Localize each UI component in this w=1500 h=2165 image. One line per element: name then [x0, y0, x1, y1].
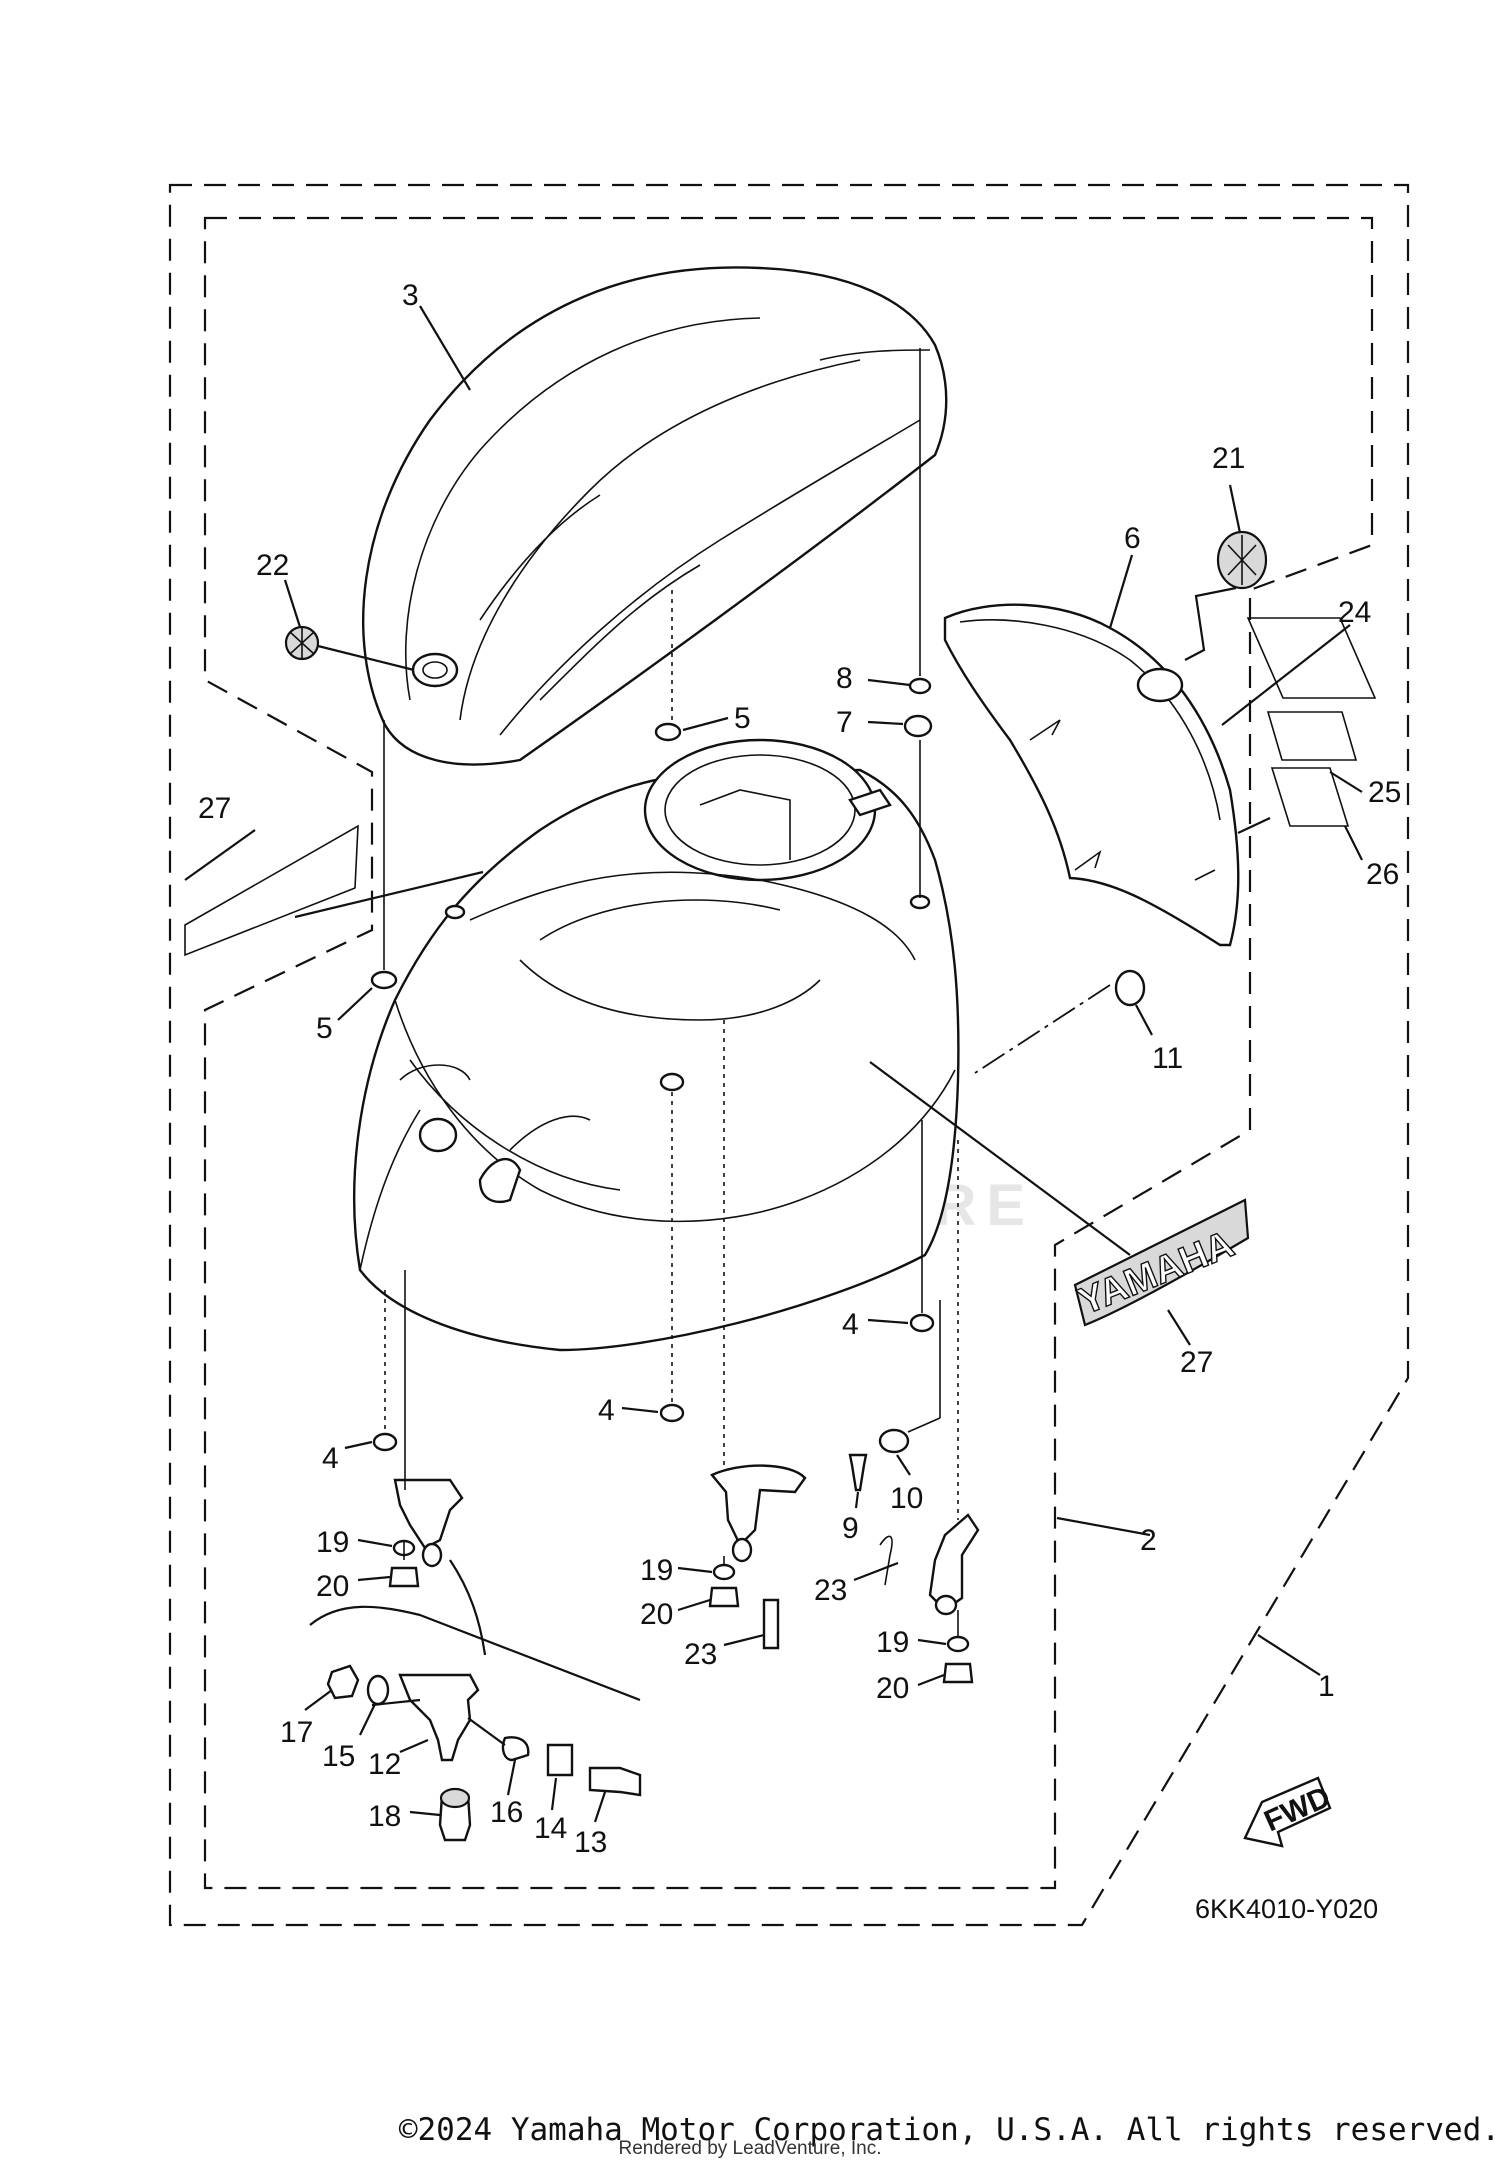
emblem-21 — [1216, 530, 1268, 590]
callout-19-right: 19 — [876, 1626, 909, 1659]
main-cowling — [353, 738, 960, 1352]
callout-4-left: 4 — [322, 1442, 339, 1475]
emblem-22 — [284, 625, 320, 661]
callout-18: 18 — [368, 1800, 401, 1833]
callout-20-center: 20 — [640, 1598, 673, 1631]
callout-3: 3 — [402, 279, 419, 312]
latch-left — [393, 1478, 464, 1568]
leader-lines — [184, 305, 1363, 1823]
callout-9: 9 — [842, 1512, 859, 1545]
callout-11: 11 — [1152, 1042, 1183, 1075]
washer-10 — [878, 1428, 910, 1454]
bolt-9 — [848, 1453, 868, 1492]
callout-13: 13 — [574, 1826, 607, 1859]
diagram-code: 6KK4010-Y020 — [1195, 1894, 1378, 1924]
callout-19-center: 19 — [640, 1554, 673, 1587]
callout-7: 7 — [836, 706, 853, 739]
callout-27-right: 27 — [1180, 1346, 1213, 1379]
yamaha-emblem: YAMAHA — [1072, 1198, 1250, 1327]
grommet-5-left — [370, 970, 398, 990]
callout-27-left: 27 — [198, 792, 231, 825]
callout-2: 2 — [1140, 1524, 1157, 1557]
callout-25: 25 — [1368, 776, 1401, 809]
callout-17: 17 — [280, 1716, 313, 1749]
cap-18 — [438, 1787, 472, 1842]
callout-23-center: 23 — [684, 1638, 717, 1671]
side-apron — [943, 603, 1240, 947]
callout-6: 6 — [1124, 522, 1141, 555]
callout-24: 24 — [1338, 596, 1371, 629]
outer-assembly-border — [168, 183, 1410, 1927]
callout-4-center: 4 — [598, 1394, 615, 1427]
nut-20-left — [388, 1566, 420, 1588]
pin-23-center — [762, 1598, 780, 1650]
grommet-4-right — [909, 1313, 935, 1333]
callout-15: 15 — [322, 1740, 355, 1773]
callout-16: 16 — [490, 1796, 523, 1829]
washer-19-center — [712, 1563, 736, 1581]
washer-15 — [366, 1674, 390, 1706]
callout-22: 22 — [256, 549, 289, 582]
grommet-7 — [903, 714, 933, 738]
decal-stripe — [184, 824, 359, 957]
nut-17 — [326, 1664, 360, 1700]
grommet-11 — [1114, 969, 1146, 1007]
collar-14 — [546, 1743, 574, 1777]
nut-20-right — [942, 1662, 974, 1684]
grommet-5-top — [654, 722, 682, 742]
latch-right — [928, 1513, 980, 1616]
top-cowling — [361, 266, 948, 766]
grommet-8 — [908, 677, 932, 695]
grommet-4-center — [659, 1403, 685, 1423]
detail-bracket — [309, 1605, 641, 1702]
detail-leader — [449, 1559, 487, 1656]
latch-center — [710, 1464, 807, 1563]
bushing-16 — [501, 1736, 530, 1762]
grommet-4-left — [372, 1432, 398, 1452]
bolt-13 — [588, 1766, 642, 1797]
callout-5-top: 5 — [734, 702, 751, 735]
pin-23-right — [879, 1535, 893, 1586]
callout-20-left: 20 — [316, 1570, 349, 1603]
callout-10: 10 — [890, 1482, 923, 1515]
washer-19-right — [946, 1635, 970, 1653]
callout-8: 8 — [836, 662, 853, 695]
detail-latch-12 — [398, 1673, 480, 1762]
nut-20-center — [708, 1586, 740, 1608]
fwd-arrow-icon: FWD — [1243, 1776, 1335, 1848]
callout-21: 21 — [1212, 442, 1245, 475]
callout-4-right: 4 — [842, 1308, 859, 1341]
callout-23-right: 23 — [814, 1574, 847, 1607]
inner-assembly-border — [203, 216, 1374, 1890]
rendered-by-note: Rendered by LeadVenture, Inc. — [618, 2138, 882, 2159]
callout-14: 14 — [534, 1812, 567, 1845]
callout-26: 26 — [1366, 858, 1399, 891]
copyright-notice: ©2024 Yamaha Motor Corporation, U.S.A. A… — [398, 2112, 1500, 2148]
decal-set — [1246, 617, 1377, 827]
callout-19-left: 19 — [316, 1526, 349, 1559]
callout-1: 1 — [1318, 1670, 1335, 1703]
callout-20-right: 20 — [876, 1672, 909, 1705]
callout-5-left: 5 — [316, 1012, 333, 1045]
callout-12: 12 — [368, 1748, 401, 1781]
yamaha-emblem-text: YAMAHA — [1073, 1223, 1240, 1323]
